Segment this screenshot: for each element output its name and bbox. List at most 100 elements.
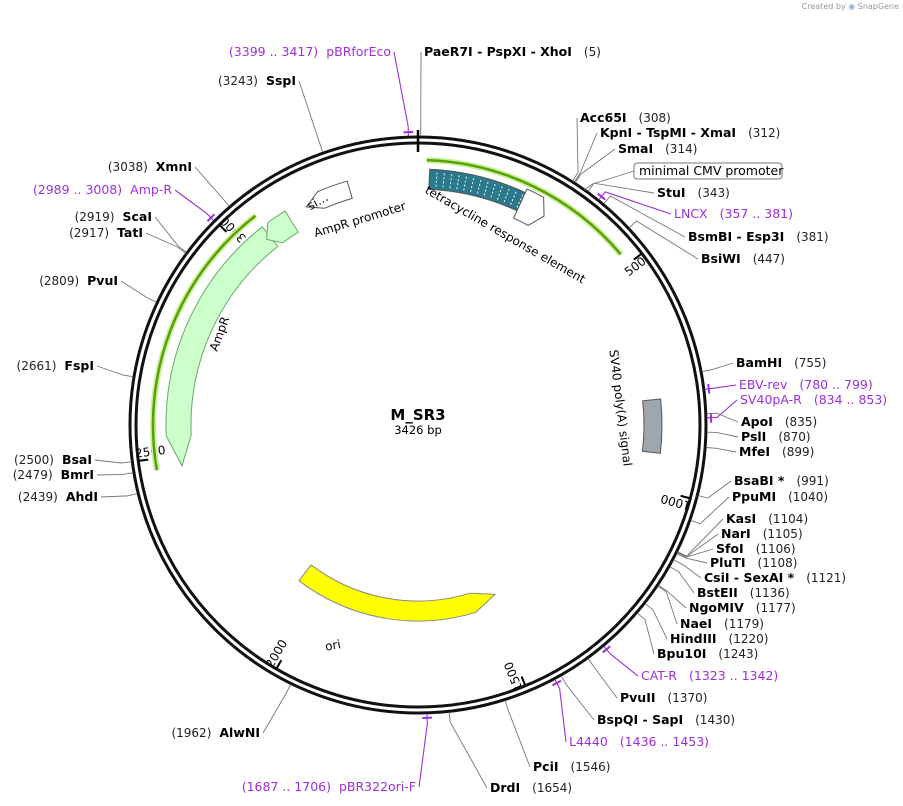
- tick-1000: [680, 494, 691, 500]
- site-ppumi[interactable]: PpuMI(1040): [732, 489, 828, 504]
- site-name: CAT-R: [641, 668, 677, 683]
- site-paer7i-pspxi-xhoi[interactable]: PaeR7I - PspXI - XhoI(5): [424, 44, 601, 59]
- site-name: SfoI: [716, 541, 744, 556]
- site-naei[interactable]: NaeI(1179): [680, 616, 764, 631]
- minimal-cmv-promoter-box[interactable]: [633, 162, 783, 180]
- site-position: (1323 .. 1342): [689, 668, 778, 683]
- site-fspi[interactable]: FspI(2661): [17, 358, 94, 373]
- created-by-text: Created by: [801, 2, 846, 11]
- site-pci[interactable]: PciI(1546): [533, 759, 610, 774]
- site-position: (1121): [806, 571, 846, 585]
- primer-mark-l4440-primer: [552, 679, 562, 687]
- site-bsabi[interactable]: BsaBI *(991): [734, 473, 829, 488]
- feature-ampr[interactable]: [165, 226, 279, 468]
- site-pbrforeco[interactable]: pBRforEco(3399 .. 3417): [229, 44, 391, 59]
- site-lncx-primer[interactable]: LNCX(357 .. 381): [674, 206, 793, 221]
- site-name: BamHI: [736, 355, 782, 370]
- tick-500: [633, 252, 643, 261]
- leader-amp-r-primer: [174, 189, 215, 221]
- site-position: (1106): [756, 542, 796, 556]
- site-mfei[interactable]: MfeI(899): [739, 444, 814, 459]
- site-name: BmrI: [61, 467, 94, 482]
- site-position: (1105): [763, 527, 803, 541]
- site-position: (1108): [758, 556, 798, 570]
- site-ebv-rev-primer[interactable]: EBV-rev(780 .. 799): [739, 377, 873, 392]
- tick-2000: [275, 659, 283, 670]
- site-position: (1430): [695, 713, 735, 727]
- site-amp-r-primer[interactable]: Amp-R(2989 .. 3008): [33, 182, 172, 197]
- site-smai[interactable]: SmaI(314): [618, 141, 697, 156]
- site-pbr322ori-f-primer[interactable]: pBR322ori-F(1687 .. 1706): [242, 779, 416, 794]
- leader-bsiwi: [628, 220, 699, 260]
- site-csii-sexai[interactable]: CsiI - SexAI *(1121): [704, 570, 846, 585]
- site-drdi[interactable]: DrdI(1654): [490, 780, 572, 795]
- primer-mark-ebv-rev-primer: [707, 383, 711, 394]
- site-pvuii[interactable]: PvuII(1370): [620, 690, 707, 705]
- site-sfoi[interactable]: SfoI (1106): [716, 541, 796, 556]
- site-apoi[interactable]: ApoI (835): [741, 414, 817, 429]
- site-position: (835): [785, 415, 817, 429]
- site-name: SspI: [266, 73, 296, 88]
- site-name: TatI: [117, 225, 143, 240]
- site-hindiii[interactable]: HindIII(1220): [670, 631, 768, 646]
- leader-pvui: [120, 280, 157, 303]
- site-bmri[interactable]: BmrI(2479): [13, 467, 94, 482]
- feature-signal-peptide[interactable]: [266, 210, 299, 244]
- leader-ppumi: [690, 496, 730, 525]
- leader-sfoi: [677, 548, 714, 558]
- site-xmni[interactable]: XmnI(3038): [108, 159, 192, 174]
- feature-ori[interactable]: [298, 564, 497, 622]
- site-scai[interactable]: ScaI(2919): [75, 209, 152, 224]
- site-name: HindIII: [670, 631, 717, 646]
- site-position: (1136): [750, 586, 790, 600]
- site-bsteii[interactable]: BstEII(1136): [697, 585, 790, 600]
- feature-sv40-polya-signal[interactable]: [641, 398, 663, 454]
- site-nari[interactable]: NarI(1105): [721, 526, 803, 541]
- site-alwni[interactable]: AlwNI(1962): [171, 725, 260, 740]
- site-kpni-tspmi-xmai[interactable]: KpnI - TspMI - XmaI(312): [600, 125, 780, 140]
- site-bpu10i[interactable]: Bpu10I (1243): [657, 646, 758, 661]
- plasmid-name: M_SR3: [390, 406, 445, 424]
- site-name: BsiWI: [701, 251, 741, 266]
- site-bsiwi[interactable]: BsiWI(447): [701, 251, 785, 266]
- site-kasi[interactable]: KasI(1104): [726, 511, 808, 526]
- site-name: Acc65I: [580, 110, 627, 125]
- site-name: DrdI: [490, 780, 520, 795]
- site-name: ApoI: [741, 414, 773, 429]
- site-bsai[interactable]: BsaI(2500): [14, 452, 92, 467]
- site-psli[interactable]: PslI(870): [741, 429, 811, 444]
- leader-xmni: [194, 166, 230, 207]
- site-name: PciI: [533, 759, 559, 774]
- site-pvui[interactable]: PvuI(2809): [39, 273, 118, 288]
- site-name: PvuII: [620, 690, 656, 705]
- site-sv40pa-r-primer[interactable]: SV40pA-R(834 .. 853): [740, 392, 887, 407]
- site-sspi[interactable]: SspI(3243): [218, 73, 296, 88]
- leader-layer: [94, 51, 739, 789]
- site-acc65i[interactable]: Acc65I(308): [580, 110, 671, 125]
- site-ngomiv[interactable]: NgoMIV(1177): [689, 600, 796, 615]
- site-name: NgoMIV: [689, 600, 744, 615]
- site-position: (2989 .. 3008): [33, 182, 122, 197]
- site-cat-r-primer[interactable]: CAT-R (1323 .. 1342): [641, 668, 778, 683]
- feature-label-ori: ori: [324, 637, 342, 653]
- site-bsmbi-esp3i[interactable]: BsmBI - Esp3I(381): [688, 229, 829, 244]
- site-bamhi[interactable]: BamHI(755): [736, 355, 826, 370]
- feature-ampr-promoter[interactable]: [305, 180, 353, 209]
- site-name: StuI: [657, 185, 686, 200]
- site-name: XmnI: [156, 159, 192, 174]
- site-position: (2919): [75, 210, 115, 224]
- orf-upstream-line: [426, 158, 622, 256]
- site-ahdi[interactable]: AhdI(2439): [18, 489, 98, 504]
- site-tati[interactable]: TatI(2917): [69, 225, 143, 240]
- site-l4440-primer[interactable]: L4440(1436 .. 1453): [569, 734, 709, 749]
- site-name: Bpu10I: [657, 646, 706, 661]
- site-position: (1104): [768, 512, 808, 526]
- site-bspqi-sapi[interactable]: BspQI - SapI(1430): [597, 712, 735, 727]
- leader-drdi: [448, 712, 488, 789]
- site-position: (5): [584, 45, 601, 59]
- site-pluti[interactable]: PluTI(1108): [710, 555, 797, 570]
- leader-bamhi: [701, 362, 734, 372]
- site-stui[interactable]: StuI(343): [657, 185, 730, 200]
- site-position: (1243): [718, 647, 758, 661]
